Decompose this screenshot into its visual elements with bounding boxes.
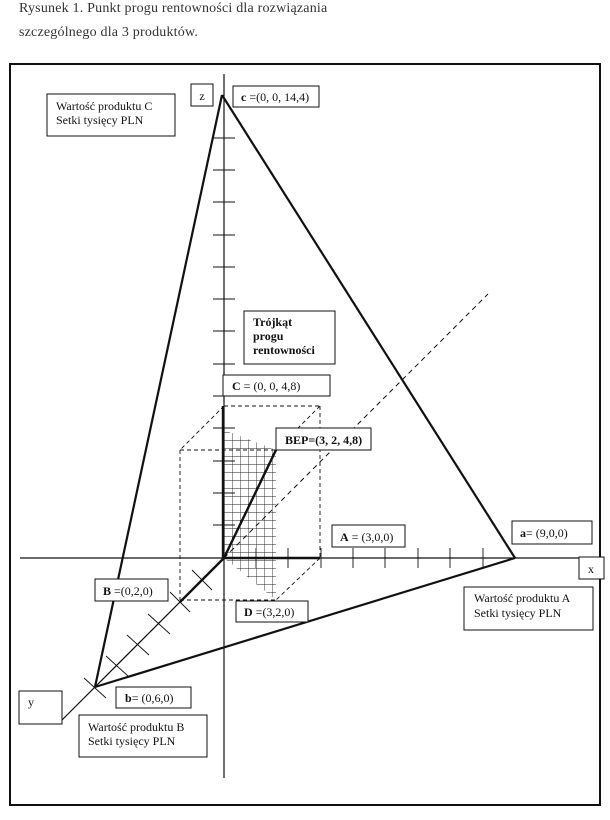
axis-title-a-line1: Wartość produktu A [474, 591, 571, 605]
point-C-value: = (0, 0, 4,8) [241, 379, 301, 393]
z-axis-label: z [199, 89, 204, 103]
point-D-label: D =(3,2,0) [235, 600, 309, 623]
break-even-hatch-upper [224, 430, 276, 558]
axis-title-b-line2: Setki tysięcy PLN [88, 734, 176, 748]
axis-title-a-line2: Setki tysięcy PLN [474, 606, 562, 620]
z-axis-label-box: z [190, 83, 214, 107]
y-axis-label: y [28, 695, 34, 709]
point-a-upper-value: = (9,0,0) [526, 526, 568, 540]
point-C-label: C = (0, 0, 4,8) [222, 374, 331, 397]
svg-text:D =(3,2,0): D =(3,2,0) [244, 605, 294, 619]
axis-title-b-box: Wartość produktu B Setki tysięcy PLN [78, 714, 208, 758]
axis-title-c-box: Wartość produktu C Setki tysięcy PLN [46, 93, 176, 137]
point-D-letter: D [244, 605, 253, 619]
triangle-label-line2: progu [253, 329, 284, 343]
y-axis-label-box: y [18, 690, 63, 725]
svg-text:b= (0,6,0): b= (0,6,0) [125, 691, 173, 705]
break-even-triangle-edges [179, 406, 320, 603]
point-C-letter: C [232, 379, 241, 393]
point-a-upper-letter: a [520, 526, 526, 540]
svg-text:A = (3,0,0): A = (3,0,0) [340, 530, 393, 544]
diagram-frame [9, 63, 601, 806]
svg-text:C = (0, 0, 4,8): C = (0, 0, 4,8) [232, 379, 300, 393]
point-BEP-text: BEP=(3, 2, 4,8) [285, 433, 362, 447]
point-A-value: = (3,0,0) [349, 530, 394, 544]
axis-title-c-line2: Setki tysięcy PLN [56, 113, 144, 127]
point-b-upper-label: b= (0,6,0) [115, 686, 192, 709]
point-BEP-label: BEP=(3, 2, 4,8) [275, 427, 372, 451]
point-b-upper-value: = (0,6,0) [132, 691, 174, 705]
svg-text:B =(0,2,0): B =(0,2,0) [103, 584, 153, 598]
point-c-upper-letter: c [241, 90, 247, 104]
figure-caption-line-2: szczególnego dla 3 produktów. [19, 25, 199, 40]
svg-text:a= (9,0,0): a= (9,0,0) [520, 526, 568, 540]
triangle-label-line1: Trójkąt [253, 315, 292, 329]
point-B-letter: B [103, 584, 111, 598]
point-B-value: =(0,2,0) [111, 584, 153, 598]
axis-title-c-line1: Wartość produktu C [56, 99, 152, 113]
break-even-hatch-lower [224, 450, 276, 600]
figure-caption-line-1: Rysunek 1. Punkt progu rentowności dla r… [19, 1, 328, 16]
axis-title-b-line1: Wartość produktu B [88, 720, 184, 734]
point-c-upper-value: =(0, 0, 14,4) [246, 90, 309, 104]
point-b-upper-letter: b [125, 691, 132, 705]
point-a-upper-label: a= (9,0,0) [511, 520, 593, 545]
point-A-label: A = (3,0,0) [331, 524, 406, 548]
axis-title-a-box: Wartość produktu A Setki tysięcy PLN [463, 586, 594, 631]
point-A-letter: A [340, 530, 349, 544]
point-D-value: =(3,2,0) [253, 605, 295, 619]
triangle-label-line3: rentowności [253, 343, 315, 357]
svg-text:c =(0, 0, 14,4): c =(0, 0, 14,4) [241, 90, 309, 104]
point-B-label: B =(0,2,0) [94, 578, 169, 602]
break-even-triangle-label-box: Trójkąt progu rentowności [243, 310, 336, 365]
x-axis-label: x [588, 562, 594, 576]
x-axis-label-box: x [578, 556, 605, 580]
point-c-upper-label: c =(0, 0, 14,4) [232, 85, 320, 108]
